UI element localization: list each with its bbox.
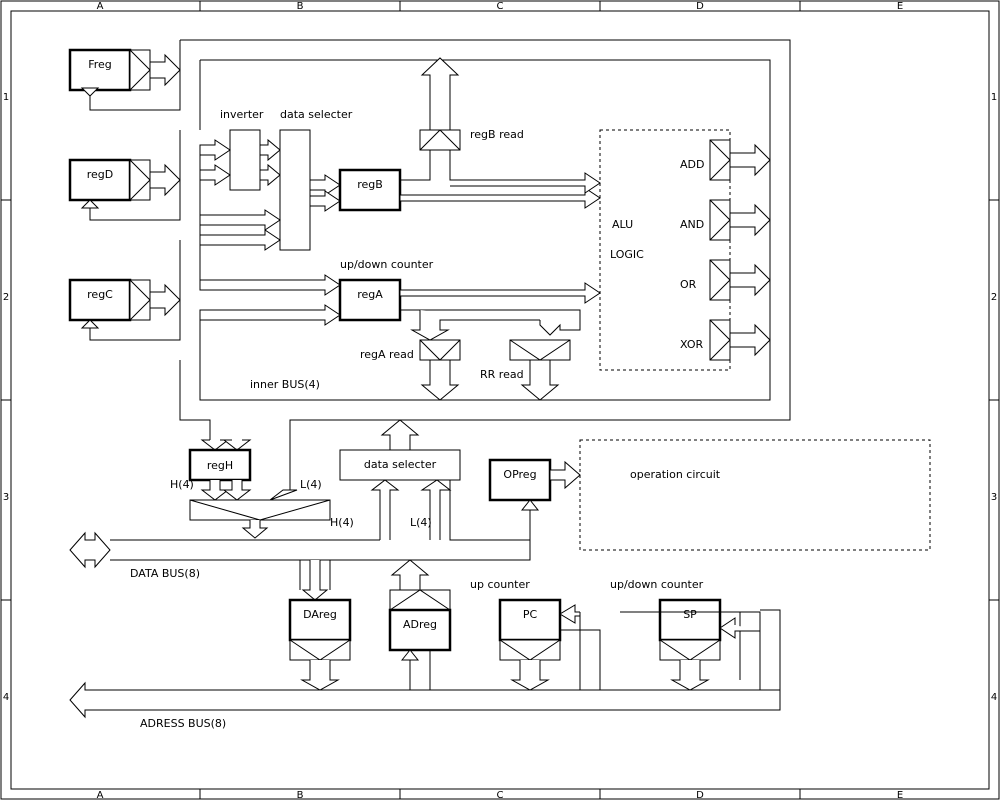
rega-read-block: regA read <box>360 339 461 401</box>
adreg-label: ADreg <box>403 618 437 631</box>
frame-col-top-c: C <box>497 1 504 12</box>
data-bus: DATA BUS(8) <box>69 510 531 590</box>
data-bus-label: DATA BUS(8) <box>130 567 200 580</box>
inverter-block: inverter <box>199 108 281 191</box>
regd-block: regD <box>68 158 181 209</box>
rr-read-label: RR read <box>480 368 524 381</box>
add-label: ADD <box>680 158 704 171</box>
frame-col-bottom-d: D <box>696 790 704 800</box>
frame-col-top-b: B <box>297 1 304 12</box>
data-selecter-bottom-label: data selecter <box>364 458 437 471</box>
regh-label: regH <box>207 459 233 472</box>
and-label: AND <box>680 218 704 231</box>
adress-bus: ADRESS BUS(8) <box>69 681 781 730</box>
dareg-label: DAreg <box>303 608 337 621</box>
frame-row-left-4: 4 <box>3 692 9 703</box>
freg-label: Freg <box>88 58 112 71</box>
pc-label: PC <box>523 608 538 621</box>
xor-label: XOR <box>680 338 703 351</box>
frame-col-bottom-a: A <box>97 790 104 800</box>
alu-label: ALU <box>612 218 633 231</box>
operation-circuit-label: operation circuit <box>630 468 721 481</box>
data-selecter-top-label: data selecter <box>280 108 353 121</box>
frame-col-top-e: E <box>897 1 903 12</box>
adress-bus-label: ADRESS BUS(8) <box>140 717 226 730</box>
freg-block: Freg <box>68 48 181 97</box>
l4-mid-label: L(4) <box>410 516 432 529</box>
frame-row-right-3: 3 <box>991 492 997 503</box>
regd-label: regD <box>87 168 114 181</box>
inner-bus-label: inner BUS(4) <box>250 378 320 391</box>
frame-col-bottom-b: B <box>297 790 304 800</box>
opreg-block: OPreg operation circuit <box>488 439 931 551</box>
inverter-label: inverter <box>220 108 264 121</box>
regb-block: regB regB read <box>338 57 601 212</box>
sp-block: up/down counter SP <box>579 578 781 710</box>
regc-label: regC <box>87 288 113 301</box>
frame-row-right-1: 1 <box>991 92 997 103</box>
or-label: OR <box>680 278 697 291</box>
frame-col-top-a: A <box>97 1 104 12</box>
rr-read-block: RR read <box>480 339 571 401</box>
frame-row-right-4: 4 <box>991 692 997 703</box>
rega-block: up/down counter regA <box>199 258 601 341</box>
frame-col-bottom-c: C <box>497 790 504 800</box>
updown-counter-sp-label: up/down counter <box>610 578 704 591</box>
frame-row-left-3: 3 <box>3 492 9 503</box>
logic-label: LOGIC <box>610 248 644 261</box>
rega-label: regA <box>357 288 383 301</box>
pc-block: up counter PC <box>470 578 620 691</box>
l4-left-label: L(4) <box>300 478 322 491</box>
frame-row-left-2: 2 <box>3 292 9 303</box>
updown-counter-rega-label: up/down counter <box>340 258 434 271</box>
h4-left-label: H(4) <box>170 478 194 491</box>
frame-row-right-2: 2 <box>991 292 997 303</box>
up-counter-label: up counter <box>470 578 530 591</box>
dareg-block: DAreg <box>288 560 352 691</box>
inner-bus-loop <box>89 39 791 440</box>
regc-block: regC <box>68 278 181 329</box>
frame-col-bottom-e: E <box>897 790 903 800</box>
regb-read-label: regB read <box>470 128 524 141</box>
regb-label: regB <box>357 178 383 191</box>
regh-block: regH H(4) L(4) <box>170 439 331 539</box>
opreg-label: OPreg <box>503 468 536 481</box>
data-selecter-top-block: data selecter <box>199 108 353 251</box>
sp-label: SP <box>683 608 697 621</box>
rega-read-label: regA read <box>360 348 414 361</box>
frame-row-left-1: 1 <box>3 92 9 103</box>
adreg-block: ADreg <box>388 559 452 690</box>
h4-mid-label: H(4) <box>330 516 354 529</box>
frame-col-top-d: D <box>696 1 704 12</box>
alu-block: ALU LOGIC ADD AND OR XOR <box>599 129 771 371</box>
